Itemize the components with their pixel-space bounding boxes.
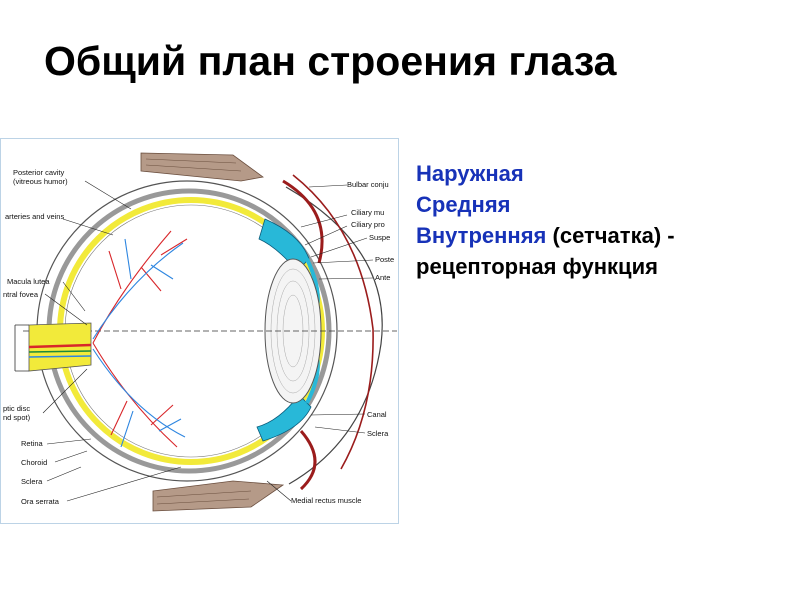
label-arteries-veins: arteries and veins xyxy=(5,212,64,221)
label-blind-spot: nd spot) xyxy=(3,413,31,422)
label-anterior: Ante xyxy=(375,273,390,282)
label-posterior-cavity: Posterior cavity xyxy=(13,168,65,177)
label-macula-lutea: Macula lutea xyxy=(7,277,50,286)
label-ciliary-process: Ciliary pro xyxy=(351,220,385,229)
layer-inner: Внутренняя (сетчатка) - xyxy=(416,220,675,251)
superior-rectus-muscle xyxy=(140,152,264,182)
medial-rectus-muscle xyxy=(152,480,285,512)
label-retina: Retina xyxy=(21,439,44,448)
layer-middle: Средняя xyxy=(416,192,511,217)
layer-inner-function: рецепторная функция xyxy=(416,254,658,279)
layer-inner-name: Внутренняя xyxy=(416,223,547,248)
eye-layers-list: Наружная Средняя Внутренняя (сетчатка) -… xyxy=(416,158,675,282)
label-posterior: Poste xyxy=(375,255,394,264)
label-ora-serrata: Ora serrata xyxy=(21,497,60,506)
layer-inner-detail: (сетчатка) - xyxy=(546,223,675,248)
label-central-fovea: ntral fovea xyxy=(3,290,39,299)
slide-title: Общий план строения глаза xyxy=(44,38,617,84)
label-choroid: Choroid xyxy=(21,458,47,467)
label-medial-rectus: Medial rectus muscle xyxy=(291,496,361,505)
label-optic-disc: ptic disc xyxy=(3,404,30,413)
label-canal: Canal xyxy=(367,410,387,419)
label-sclera-left: Sclera xyxy=(21,477,43,486)
layer-outer: Наружная xyxy=(416,161,524,186)
label-bulbar-conjunctiva: Bulbar conju xyxy=(347,180,389,189)
eye-anatomy-illustration: Posterior cavity (vitreous humor) arteri… xyxy=(3,152,397,512)
label-ciliary-muscle: Ciliary mu xyxy=(351,208,384,217)
label-suspensory: Suspe xyxy=(369,233,390,242)
label-sclera-right: Sclera xyxy=(367,429,389,438)
conjunctiva xyxy=(282,179,324,491)
label-vitreous-humor: (vitreous humor) xyxy=(13,177,68,186)
eye-diagram: Posterior cavity (vitreous humor) arteri… xyxy=(0,138,399,524)
